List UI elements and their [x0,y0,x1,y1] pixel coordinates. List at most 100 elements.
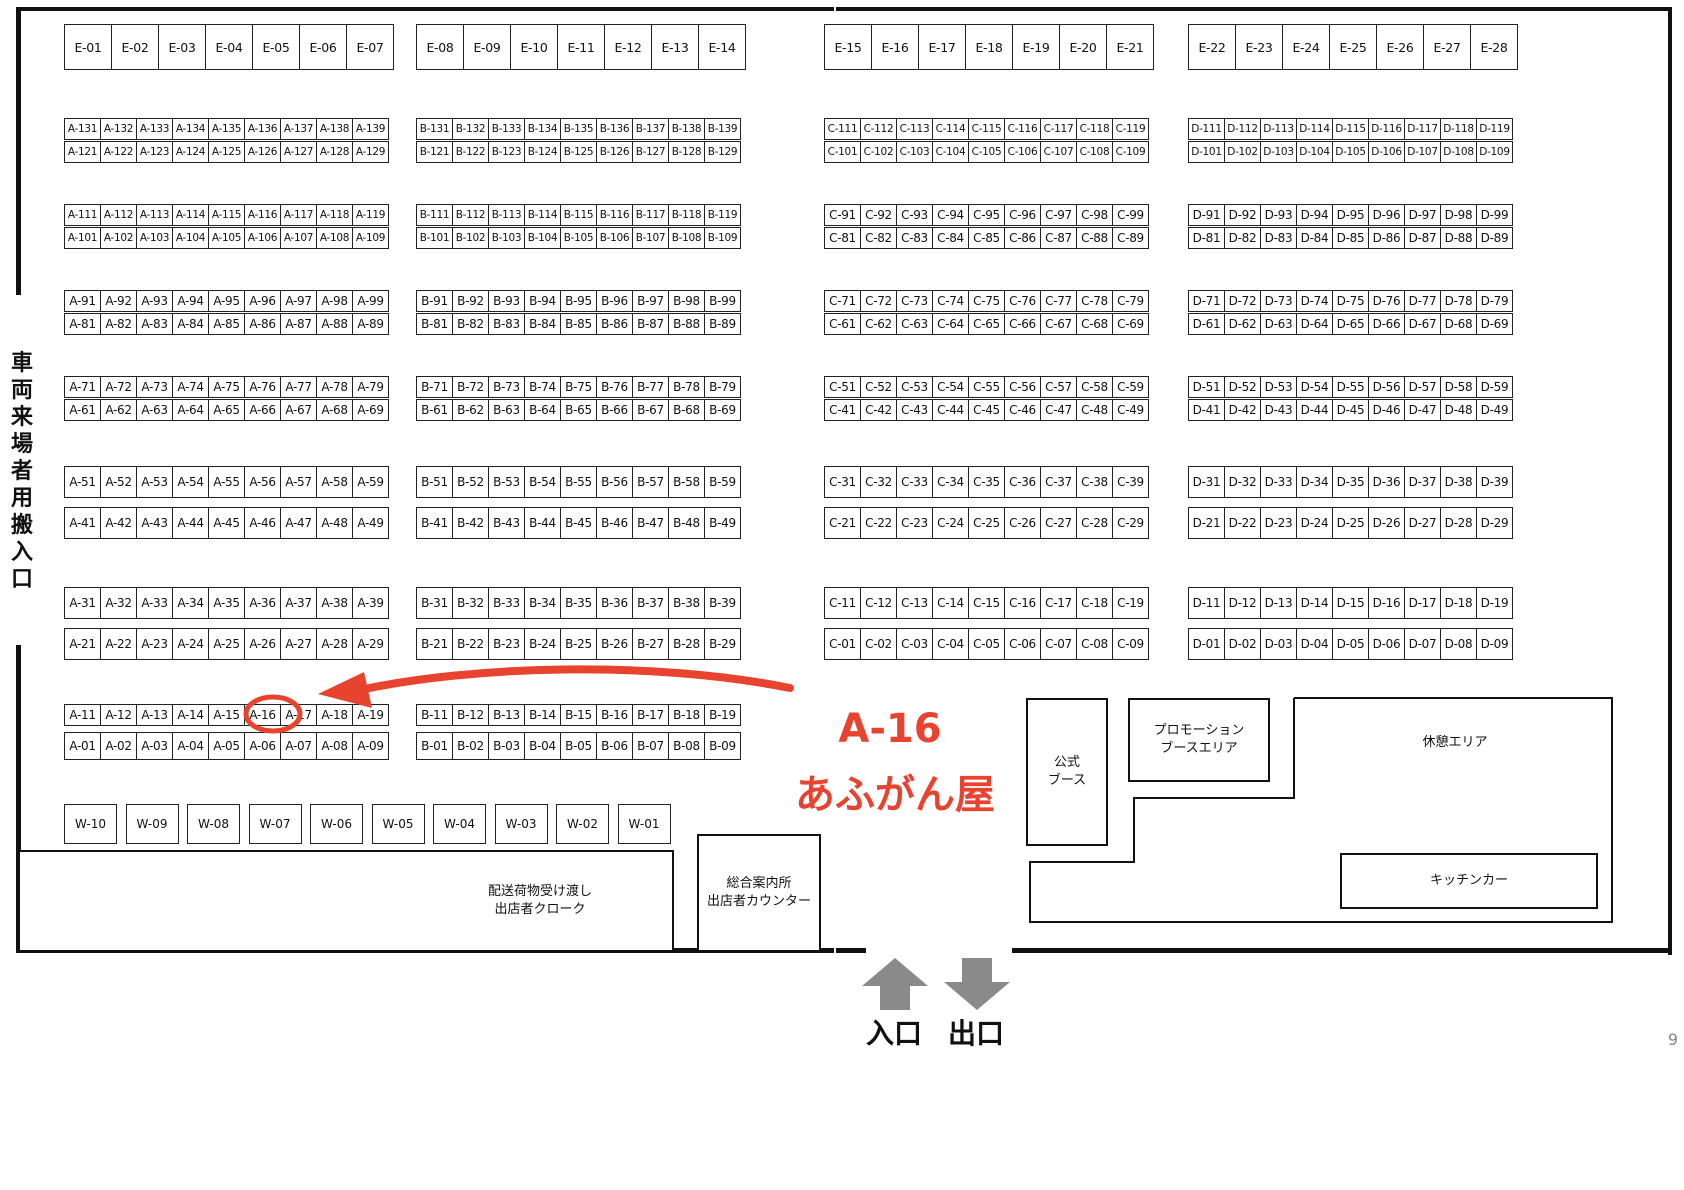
booth-a-128: A-128 [316,141,353,163]
booth-b-63: B-63 [488,399,525,421]
booth-a-85: A-85 [208,313,245,335]
booth-d-06: D-06 [1368,628,1405,660]
booth-b-115: B-115 [560,204,597,226]
booth-a-23: A-23 [136,628,173,660]
booth-b-122: B-122 [452,141,489,163]
booth-d-118: D-118 [1440,118,1477,140]
booth-a-74: A-74 [172,376,209,398]
booth-b-103: B-103 [488,227,525,249]
booth-b-53: B-53 [488,466,525,498]
booth-e-05: E-05 [252,24,300,70]
booth-b-124: B-124 [524,141,561,163]
booth-w-04: W-04 [433,804,486,844]
booth-a-131: A-131 [64,118,101,140]
highlight-booth-id: A-16 [838,706,942,752]
booth-a-82: A-82 [100,313,137,335]
booth-c-58: C-58 [1076,376,1113,398]
booth-a-57: A-57 [280,466,317,498]
booth-b-119: B-119 [704,204,741,226]
booth-a-61: A-61 [64,399,101,421]
booth-b-11: B-11 [416,704,453,726]
booth-a-106: A-106 [244,227,281,249]
booth-c-84: C-84 [932,227,969,249]
booth-d-44: D-44 [1296,399,1333,421]
booth-d-57: D-57 [1404,376,1441,398]
booth-a-37: A-37 [280,587,317,619]
booth-a-117: A-117 [280,204,317,226]
booth-a-53: A-53 [136,466,173,498]
booth-c-73: C-73 [896,290,933,312]
booth-d-43: D-43 [1260,399,1297,421]
booth-w-03: W-03 [494,804,548,844]
booth-a-28: A-28 [316,628,353,660]
booth-b-16: B-16 [596,704,633,726]
booth-d-26: D-26 [1368,507,1405,539]
booth-a-43: A-43 [136,507,173,539]
booth-d-95: D-95 [1332,204,1369,226]
booth-c-23: C-23 [896,507,933,539]
booth-d-112: D-112 [1224,118,1261,140]
booth-d-59: D-59 [1476,376,1513,398]
booth-b-35: B-35 [560,587,597,619]
booth-a-91: A-91 [64,290,101,312]
booth-a-98: A-98 [316,290,353,312]
booth-b-116: B-116 [596,204,633,226]
booth-a-73: A-73 [136,376,173,398]
booth-c-19: C-19 [1112,587,1149,619]
booth-d-14: D-14 [1296,587,1333,619]
booth-c-91: C-91 [824,204,861,226]
booth-d-01: D-01 [1188,628,1225,660]
highlight-arrow-head-icon [318,672,372,708]
wall-bottom-right [1012,948,1672,953]
booth-b-62: B-62 [452,399,489,421]
booth-b-51: B-51 [416,466,453,498]
booth-e-01: E-01 [64,24,112,70]
booth-b-09: B-09 [704,732,741,760]
booth-b-93: B-93 [488,290,525,312]
booth-c-79: C-79 [1112,290,1149,312]
highlight-circle [243,694,303,734]
booth-b-78: B-78 [668,376,705,398]
booth-c-74: C-74 [932,290,969,312]
booth-b-37: B-37 [632,587,669,619]
booth-b-69: B-69 [704,399,741,421]
booth-b-91: B-91 [416,290,453,312]
booth-a-105: A-105 [208,227,245,249]
exit-label: 出口 [948,1017,1005,1050]
booth-w-08: W-08 [187,804,240,844]
booth-d-111: D-111 [1188,118,1225,140]
booth-b-81: B-81 [416,313,453,335]
booth-c-93: C-93 [896,204,933,226]
booth-a-87: A-87 [280,313,317,335]
booth-d-82: D-82 [1224,227,1261,249]
booth-b-12: B-12 [452,704,489,726]
booth-b-19: B-19 [704,704,741,726]
booth-a-129: A-129 [352,141,389,163]
booth-w-05: W-05 [371,804,425,844]
booth-a-11: A-11 [64,704,101,726]
booth-c-08: C-08 [1076,628,1113,660]
booth-d-56: D-56 [1368,376,1405,398]
wall-top-right [836,7,1672,11]
booth-d-72: D-72 [1224,290,1261,312]
booth-b-114: B-114 [524,204,561,226]
booth-a-41: A-41 [64,507,101,539]
booth-a-137: A-137 [280,118,317,140]
booth-b-127: B-127 [632,141,669,163]
wall-top-left [16,7,834,11]
booth-a-75: A-75 [208,376,245,398]
rest-area-label: 休憩エリア [1422,735,1488,750]
booth-a-49: A-49 [352,507,389,539]
